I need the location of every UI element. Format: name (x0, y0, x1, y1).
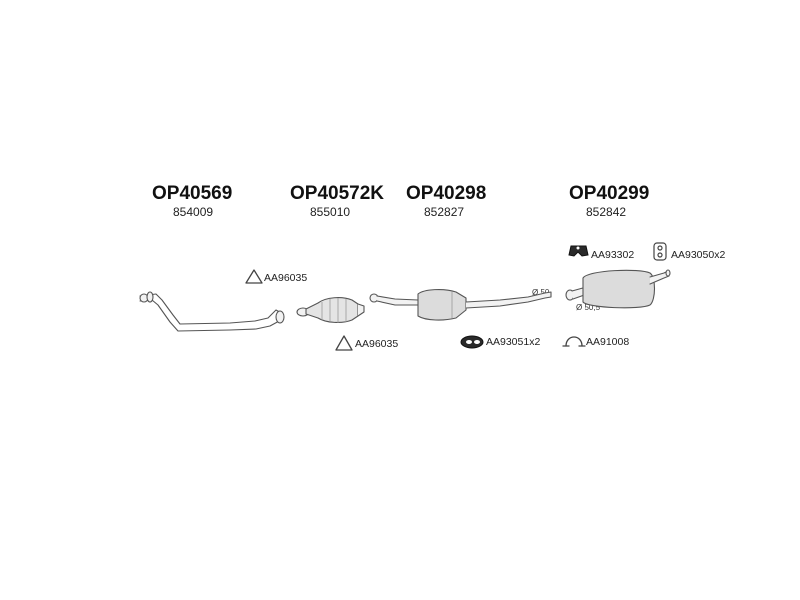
label-pipe-diameter-front: Ø 50 (532, 288, 550, 297)
label-mount-rear: AA93302 (591, 249, 635, 261)
label-gasket-top: AA96035 (264, 272, 308, 284)
front-pipe-drawing (139, 291, 285, 332)
catalytic-converter-drawing (296, 297, 365, 323)
pipe-clamp-icon (562, 336, 586, 347)
rear-silencer-drawing (565, 269, 671, 309)
rubber-mount-rear-icon (568, 245, 589, 257)
rubber-mount-center-icon (460, 335, 484, 349)
label-mount-center: AA93051x2 (486, 336, 541, 348)
part-number-front-pipe: 854009 (173, 205, 214, 219)
part-number-middle-silencer: 852827 (424, 205, 465, 219)
part-code-front-pipe: OP40569 (152, 183, 233, 204)
gasket-bottom-icon (335, 335, 353, 351)
gasket-top-icon (245, 269, 263, 284)
label-gasket-bottom: AA96035 (355, 338, 399, 350)
part-code-middle-silencer: OP40298 (406, 183, 487, 204)
part-number-catalytic-converter: 855010 (310, 205, 351, 219)
part-code-catalytic-converter: OP40572K (290, 183, 385, 204)
part-number-rear-silencer: 852842 (586, 205, 627, 219)
label-pipe-diameter-rear: Ø 50,5 (576, 303, 601, 312)
label-clamp-center: AA91008 (586, 336, 630, 348)
rubber-hanger-rear-icon (653, 242, 667, 261)
middle-silencer-drawing (369, 289, 552, 321)
label-hanger-rear: AA93050x2 (671, 249, 726, 261)
part-code-rear-silencer: OP40299 (569, 183, 650, 204)
